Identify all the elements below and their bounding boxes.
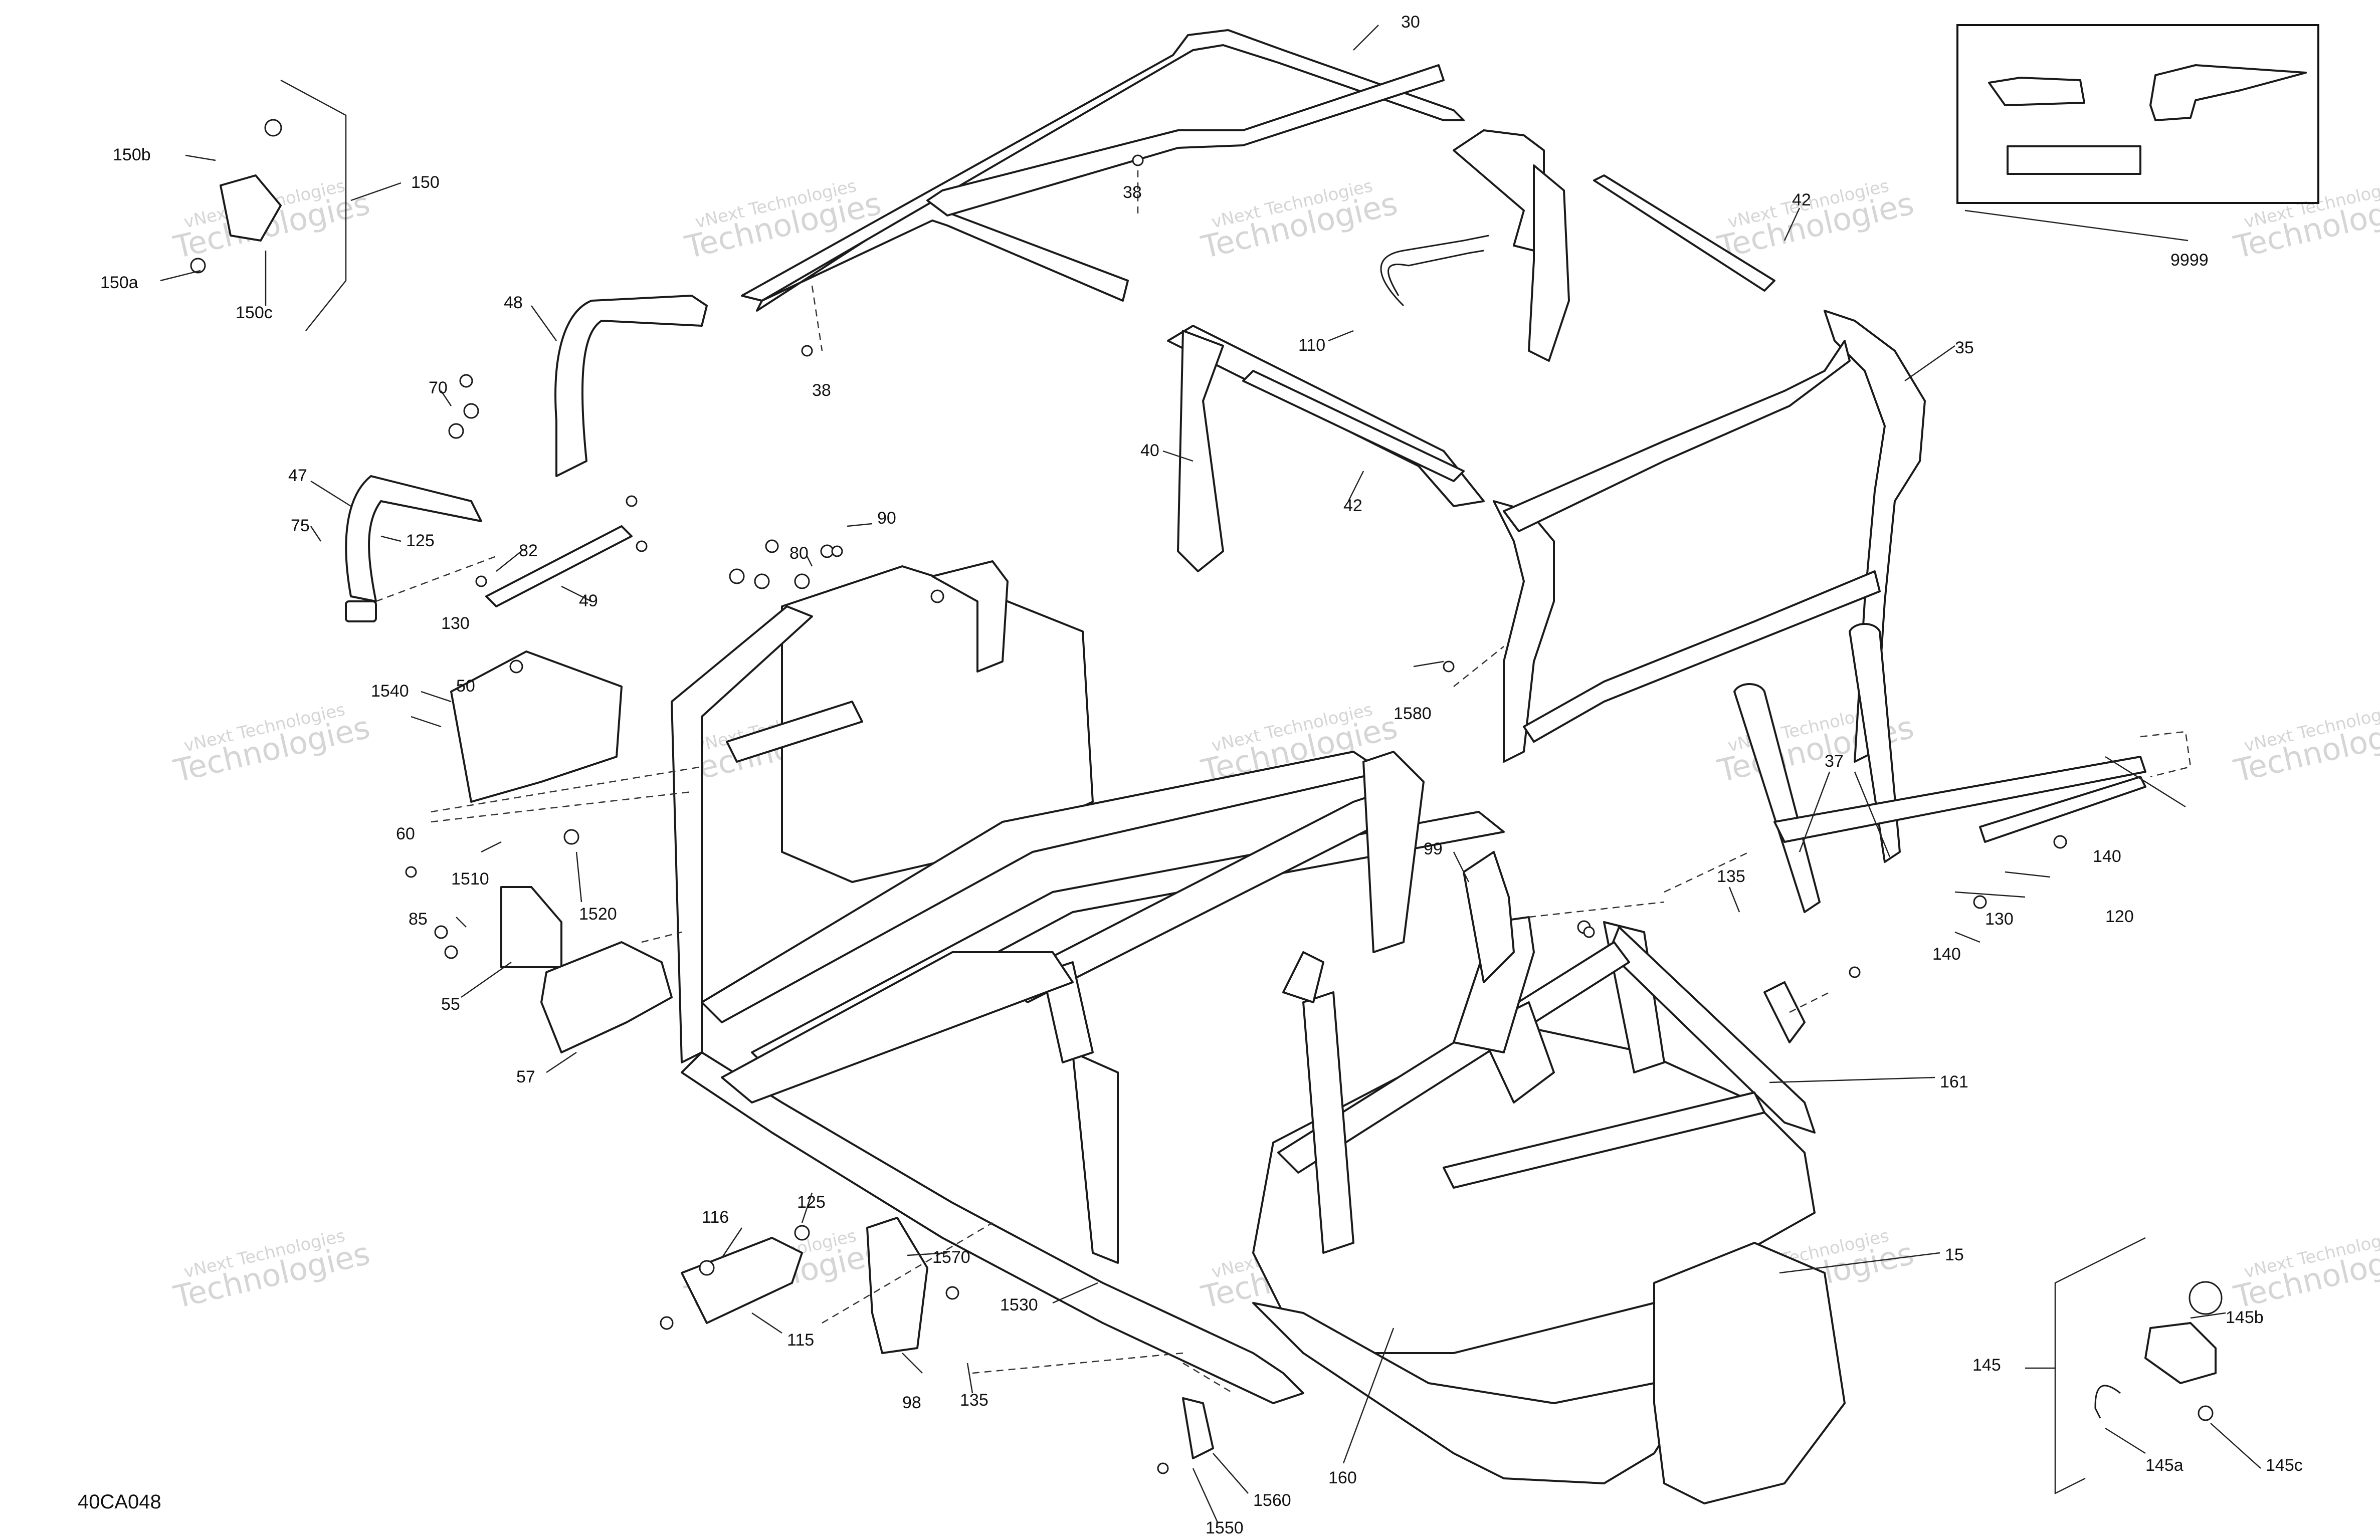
callout-label: 1520 [579,905,617,924]
callout-label: 1510 [451,869,489,889]
callout-label: 161 [1940,1072,1968,1091]
small-parts [190,119,2223,1474]
callout-label: 80 [789,544,809,563]
callout-label: 115 [787,1331,814,1350]
callout-label: 99 [1424,839,1443,858]
callout-label: 42 [1343,496,1362,515]
callout-label: 135 [960,1391,988,1410]
callout-label: 70 [429,378,448,397]
callout-label: 145b [2226,1308,2264,1327]
callout-label: 57 [516,1067,535,1086]
callout-label: 150b [113,145,151,164]
callout-label: 150c [236,303,273,322]
roll-cage [741,29,1926,913]
callout-label: 98 [902,1393,921,1412]
callout-label: 120 [2105,907,2134,926]
callout-label: 15 [1945,1245,1964,1264]
callout-label: 145a [2145,1456,2184,1475]
callout-label: 47 [288,466,307,485]
callout-label: 140 [1932,945,1961,964]
callout-label: 145 [1972,1356,2001,1375]
callout-label: 145c [2266,1456,2303,1475]
callout-label: 90 [877,509,896,528]
callout-label: 60 [396,824,415,843]
callout-label: 35 [1955,338,1974,357]
callout-label: 125 [797,1193,826,1212]
callout-label: 75 [291,516,310,535]
callout-label: 110 [1298,336,1325,355]
callout-label: 49 [579,591,598,610]
callout-label: 30 [1401,13,1420,32]
callout-label: 38 [1123,183,1142,202]
callout-label: 140 [2093,847,2121,866]
callout-label: 82 [519,541,538,560]
callout-label: 42 [1792,190,1811,209]
decal-kit-box [1956,24,2319,204]
callout-label: 48 [504,293,523,312]
callout-label: 9999 [2170,251,2209,270]
callout-label: 55 [441,995,460,1014]
callout-label: 125 [406,531,435,550]
callout-label: 1570 [932,1248,970,1267]
callout-label: 130 [441,614,470,633]
callout-label: 135 [1717,867,1745,886]
callout-label: 85 [409,910,428,929]
callout-label: 130 [1985,910,2014,929]
callout-label: 160 [1328,1468,1357,1487]
callouts: 30 38 38 42 42 9999 150 150b 150a 150c 4… [100,13,2303,1537]
figure-code: 40CA048 [78,1491,161,1513]
assembly-lines [375,170,2192,1394]
callout-label: 1540 [371,682,409,701]
callout-label: 116 [702,1208,729,1227]
callout-label: 1530 [1000,1295,1038,1314]
callout-label: 37 [1825,752,1844,771]
callout-label: 38 [812,381,831,400]
callout-label: 1550 [1206,1518,1244,1537]
main-frame [671,560,1846,1504]
callout-label: 1580 [1394,704,1432,723]
callout-label: 1560 [1253,1491,1291,1510]
callout-label: 150a [100,273,138,292]
callout-label: 40 [1140,441,1159,460]
callout-label: 50 [456,677,475,696]
callout-label: 150 [411,173,440,192]
leader-lines [160,25,2261,1524]
